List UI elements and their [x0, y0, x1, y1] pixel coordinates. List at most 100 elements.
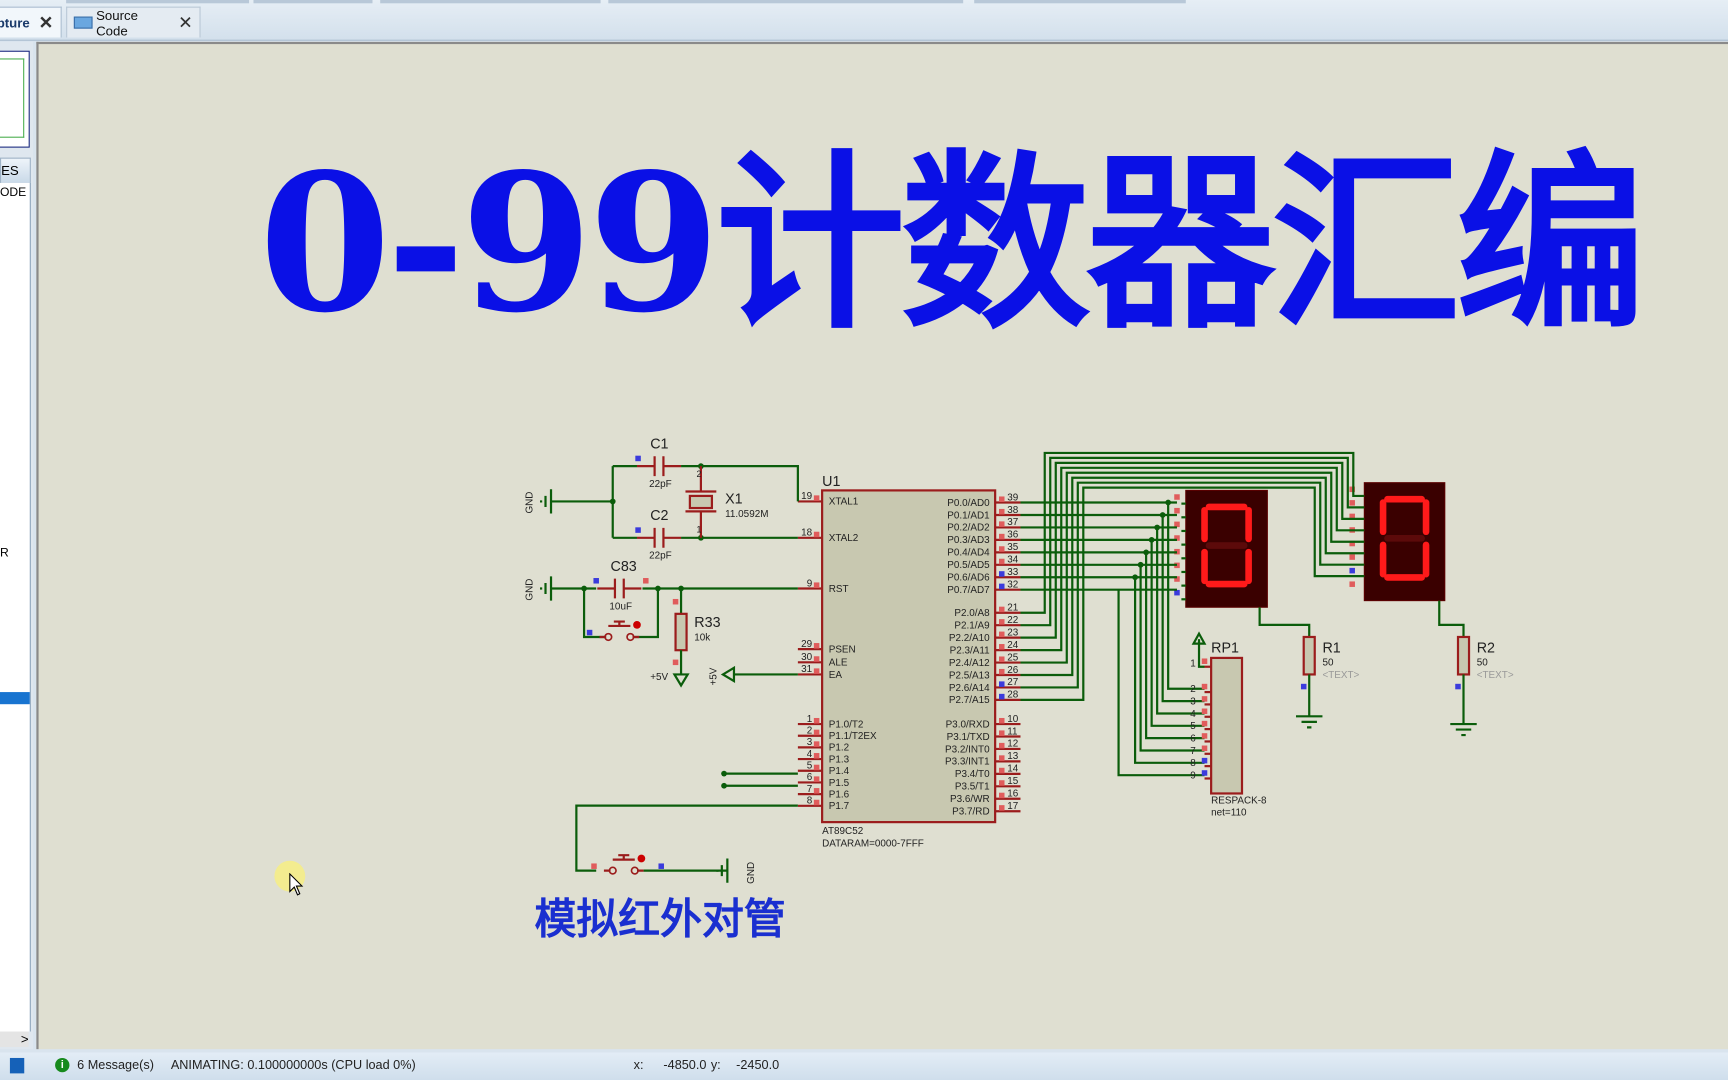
- pin-marker: [1174, 494, 1180, 500]
- ground-icon: [1295, 715, 1323, 729]
- devices-header[interactable]: ES: [0, 157, 31, 185]
- toolbar-strip: [253, 0, 373, 4]
- pin-label: P3.0/RXD: [946, 719, 990, 730]
- pin-label: P2.5/A13: [949, 670, 990, 681]
- crystal-ref: X1: [725, 492, 743, 508]
- pin-number: 2: [1190, 684, 1196, 695]
- power-terminal-icon: [720, 665, 736, 684]
- r2-ref: R2: [1477, 640, 1495, 656]
- pin-number: 7: [1190, 746, 1196, 757]
- r1-ref: R1: [1322, 640, 1340, 656]
- push-button-symbol: [599, 620, 640, 639]
- info-icon: i: [55, 1057, 70, 1073]
- pin-marker: [998, 742, 1005, 749]
- pin-number: 31: [801, 664, 813, 675]
- crystal-body: [688, 494, 714, 510]
- segment-c: [1422, 541, 1430, 578]
- pin-marker: [813, 582, 820, 588]
- crystal-pin-number: 1: [696, 524, 701, 534]
- pin-marker: [635, 455, 641, 462]
- wire: [1145, 552, 1205, 740]
- wire: [1020, 486, 1365, 702]
- button-contact: [630, 866, 639, 875]
- capacitor-value: 22pF: [649, 551, 672, 562]
- pin-number: 2: [807, 726, 813, 737]
- segment-e: [1379, 541, 1387, 578]
- pin-number: 5: [1190, 721, 1196, 732]
- wire: [1133, 577, 1205, 764]
- list-item-selected[interactable]: [0, 692, 30, 705]
- gnd-label: GND: [746, 862, 757, 884]
- gnd-label: GND: [524, 579, 535, 601]
- pin-marker: [1349, 554, 1355, 560]
- capacitor-symbol: [636, 527, 682, 548]
- wire: [1258, 607, 1311, 637]
- x-coordinate: -4850.0: [663, 1059, 707, 1073]
- pin-marker: [998, 717, 1005, 724]
- capacitor-symbol: [636, 456, 682, 477]
- wire: [681, 465, 799, 502]
- list-item[interactable]: R: [0, 546, 9, 560]
- pin-marker: [1201, 708, 1208, 715]
- pin-marker: [591, 863, 597, 869]
- wire: [575, 804, 798, 872]
- pin-number: 16: [1007, 789, 1019, 800]
- ground-icon: [716, 858, 729, 883]
- pin-label: P3.7/RD: [952, 807, 989, 818]
- pin-marker: [1201, 757, 1208, 764]
- pin-label: P0.2/AD2: [947, 523, 990, 534]
- segment-f: [1201, 506, 1208, 543]
- u1-ref: U1: [822, 474, 840, 490]
- pin-label: P0.5/AD5: [947, 560, 990, 571]
- pin-marker: [1174, 535, 1180, 541]
- list-item[interactable]: ODE: [0, 186, 27, 200]
- pin-number: 34: [1007, 555, 1019, 566]
- pin-marker: [998, 656, 1005, 662]
- junction-dot: [721, 770, 727, 777]
- pin-marker: [1455, 683, 1461, 690]
- device-list[interactable]: ODE R: [0, 182, 31, 1032]
- pin-label: P3.5/T1: [955, 782, 990, 793]
- pin-number: 21: [1007, 603, 1019, 614]
- pin-marker: [1201, 733, 1208, 739]
- pin-label: P2.4/A12: [949, 658, 990, 669]
- y-coordinate: -2450.0: [736, 1059, 780, 1073]
- stop-icon[interactable]: [9, 1057, 25, 1074]
- source-code-icon: [73, 16, 93, 29]
- pin-number: 8: [1190, 758, 1196, 769]
- pin-number: 24: [1007, 640, 1019, 651]
- rp1-prop: net=110: [1211, 808, 1247, 819]
- pin-marker: [998, 681, 1005, 687]
- wire: [1020, 481, 1365, 689]
- pin-marker: [998, 619, 1005, 625]
- pin-number: 25: [1007, 652, 1019, 663]
- overview-preview[interactable]: [0, 50, 30, 148]
- tab-source-code[interactable]: Source Code✕: [66, 6, 201, 38]
- y-label: y:: [710, 1059, 721, 1073]
- pin-label: P1.0/T2: [829, 719, 864, 730]
- toolbar-strip: [380, 0, 601, 4]
- crystal-value: 11.0592M: [725, 509, 768, 520]
- pin-label: P3.2/INT0: [945, 744, 990, 755]
- pin-label: ALE: [829, 658, 848, 669]
- pin-marker: [998, 780, 1005, 786]
- pin-label: RST: [829, 584, 849, 595]
- wire: [1020, 456, 1365, 627]
- tab-schematic-capture[interactable]: pture✕: [0, 6, 62, 38]
- pin-number: 3: [807, 737, 813, 748]
- close-icon[interactable]: ✕: [178, 13, 193, 33]
- scroll-right-button[interactable]: >: [0, 1031, 29, 1047]
- wire: [1150, 539, 1205, 727]
- wire: [1020, 476, 1365, 677]
- pin-number: 39: [1007, 492, 1019, 503]
- rp1-part: RESPACK-8: [1211, 795, 1267, 806]
- close-icon[interactable]: ✕: [38, 13, 54, 33]
- pin-label: XTAL2: [829, 533, 859, 544]
- pin-marker: [998, 546, 1005, 552]
- animation-status: ANIMATING: 0.100000000s (CPU load 0%): [170, 1059, 416, 1073]
- messages-count[interactable]: 6 Message(s): [77, 1059, 154, 1073]
- pin-label: P1.3: [829, 754, 850, 765]
- pin-number: 11: [1007, 726, 1018, 737]
- pin-number: 35: [1007, 542, 1019, 553]
